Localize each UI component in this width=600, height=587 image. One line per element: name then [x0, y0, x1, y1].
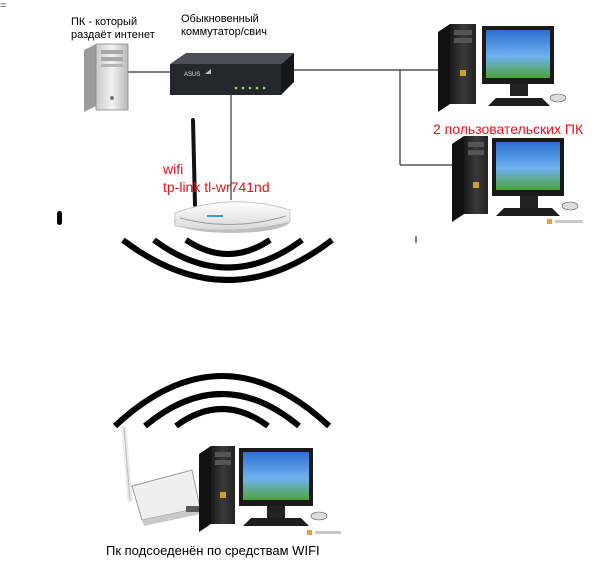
- server-label: ПК - который раздаёт интенет: [71, 16, 155, 42]
- user-pcs-label: 2 пользовательских ПК: [433, 121, 584, 137]
- desktop-pc-icon: [452, 136, 583, 224]
- connection-lines: [128, 69, 456, 243]
- server-tower-icon: [84, 43, 129, 112]
- wifi-router-label: wifi tp-link tl-wr741nd: [163, 161, 270, 196]
- wifi-router-icon: [174, 118, 291, 233]
- wireless-waves-icon: [112, 373, 332, 429]
- network-switch-icon: ASUS: [170, 53, 294, 95]
- usb-wifi-adapter-icon: [121, 425, 214, 526]
- desktop-pc-icon: [438, 24, 567, 112]
- menu-glyph: =: [0, 0, 7, 12]
- left-mark: [57, 211, 62, 225]
- wireless-waves-icon: [121, 237, 334, 283]
- desktop-pc-icon: [199, 446, 341, 535]
- switch-label: Обыкновенный коммутатор/свич: [181, 13, 268, 39]
- wifi-pc-label: Пк подсоеденён по средствам WIFI: [106, 543, 320, 558]
- switch-brand: ASUS: [184, 72, 200, 78]
